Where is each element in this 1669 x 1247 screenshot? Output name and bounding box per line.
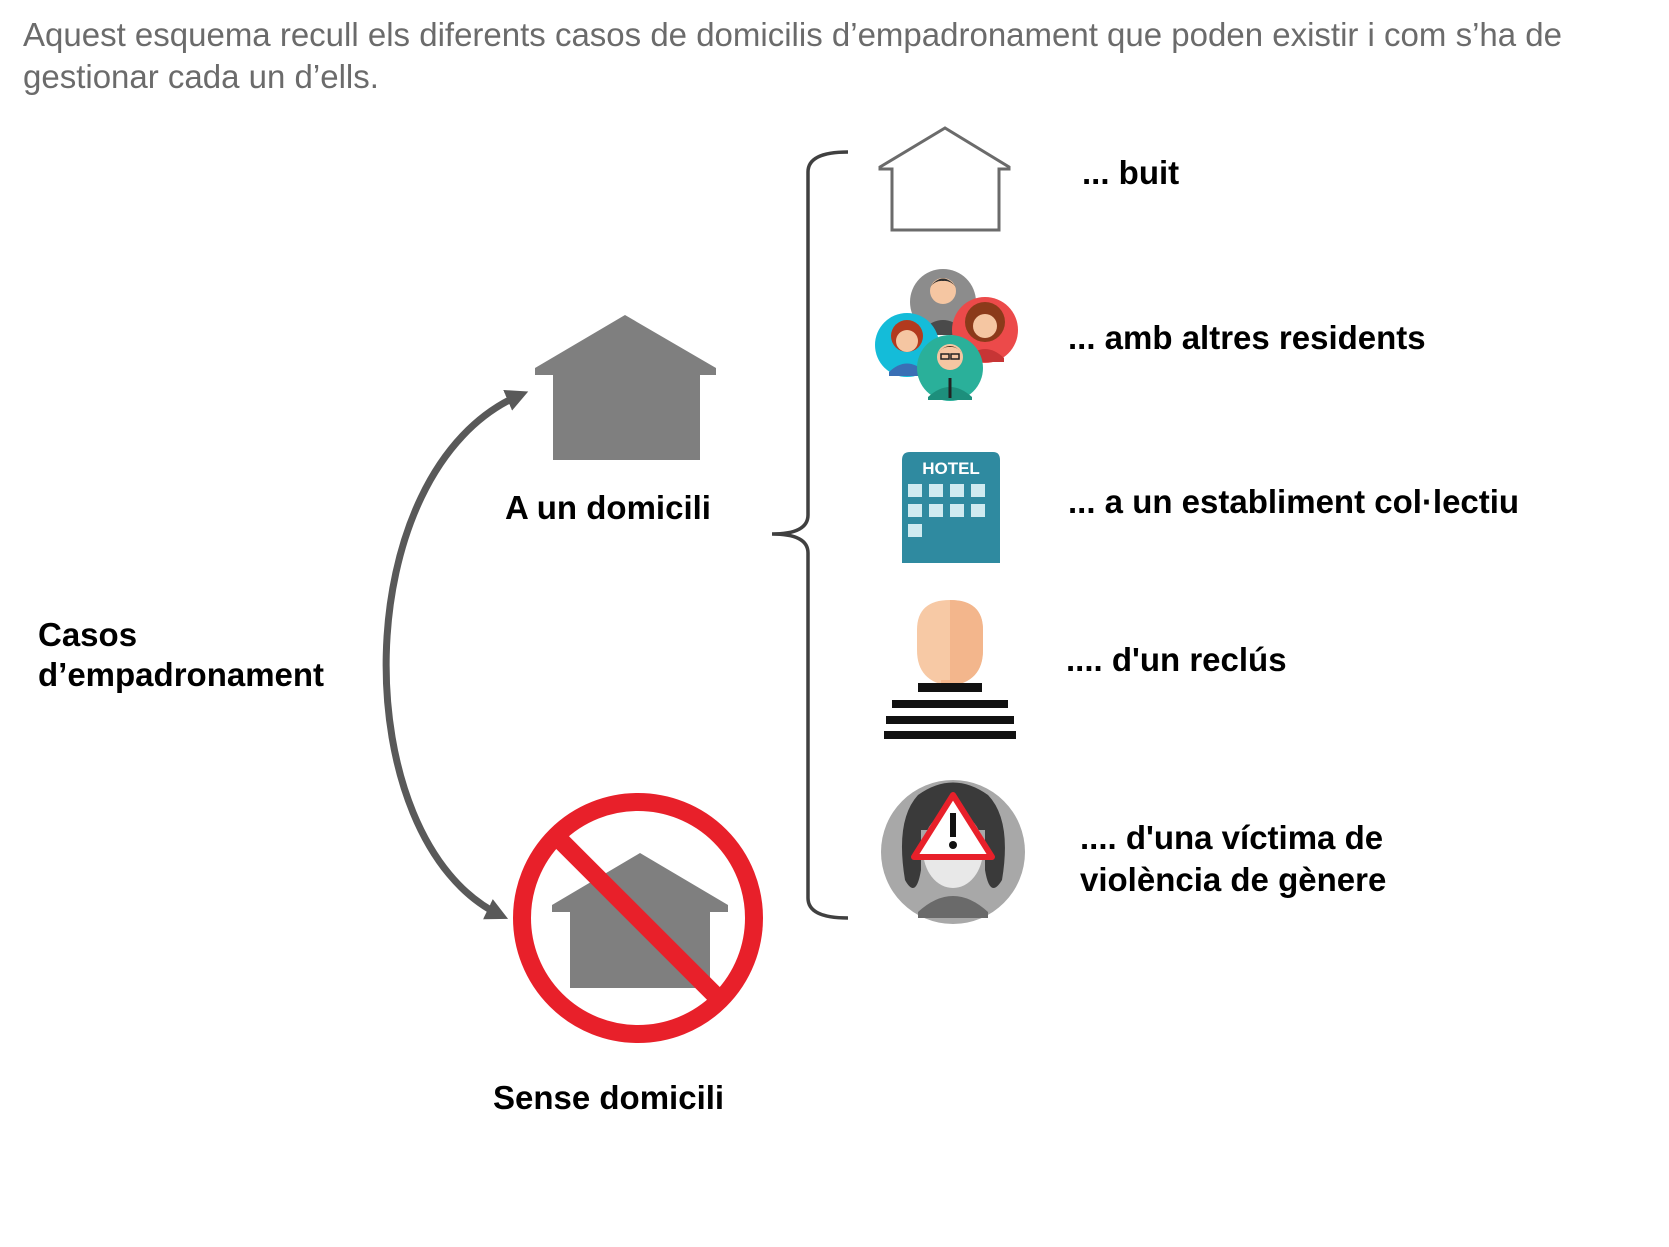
curly-brace: [771, 150, 849, 920]
case-empty-label: ... buit: [1082, 154, 1180, 191]
case-prisoner-label: .... d'un reclús: [1066, 641, 1287, 678]
no-home-icon: [513, 793, 763, 1043]
root-label: Casos d’empadronament: [38, 615, 324, 695]
case-other-residents-label: ... amb altres residents: [1068, 319, 1426, 356]
hotel-icon: HOTEL: [902, 452, 1000, 563]
root-label-line1: Casos: [38, 616, 138, 653]
warning-victim-icon: [881, 780, 1025, 924]
case-victim-label: .... d'una víctima de violència de gèner…: [1080, 819, 1387, 898]
branch-without-home-label: Sense domicili: [493, 1079, 725, 1116]
empty-house-icon: [878, 126, 1011, 232]
double-arrow: [382, 390, 529, 920]
group-residents-icon: [875, 269, 1018, 401]
hotel-badge-text: HOTEL: [922, 459, 980, 478]
intro-text: Aquest esquema recull els diferents caso…: [23, 16, 1562, 95]
prisoner-icon: [884, 600, 1016, 739]
house-icon: [535, 315, 716, 460]
branch-with-home-label: A un domicili: [505, 489, 711, 526]
case-collective-label: ... a un establiment col·lectiu: [1068, 483, 1520, 520]
root-label-line2: d’empadronament: [38, 656, 325, 693]
